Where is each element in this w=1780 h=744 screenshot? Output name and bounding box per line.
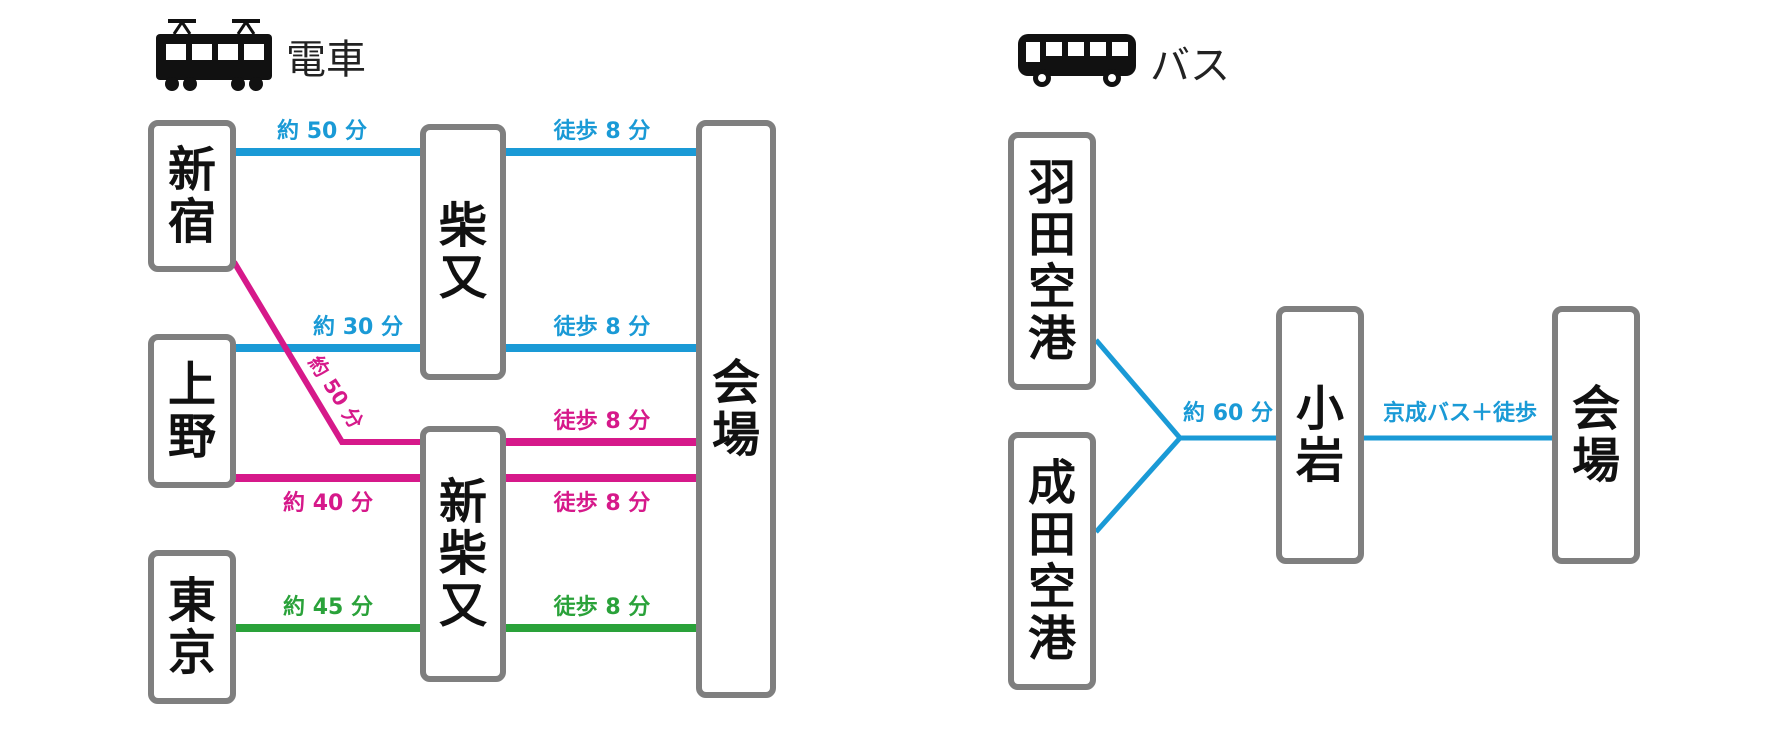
line-shinjuku-shinshibamata (231, 260, 424, 445)
label-tokyo-shinshibamata: 約 45 分 (283, 594, 373, 620)
station-char: 新 (167, 142, 216, 198)
label-airport-koiwa: 約 60 分 (1183, 400, 1273, 426)
station-shibamata: 柴又 (420, 124, 506, 380)
station-char: 田 (1027, 207, 1076, 263)
label-ueno-shibamata: 約 30 分 (313, 314, 403, 340)
station-char: 小 (1295, 381, 1344, 437)
station-char: 新 (438, 474, 487, 530)
station-haneda: 羽田空港 (1008, 132, 1096, 390)
label-walk-shinshibamata-1: 徒歩 8 分 (553, 408, 651, 434)
station-char: 場 (711, 407, 760, 463)
station-ueno-label: 上野 (168, 359, 216, 463)
station-venue-train-label: 会場 (712, 357, 760, 461)
station-char: 又 (438, 578, 487, 634)
label-walk-shinshibamata-3: 徒歩 8 分 (553, 594, 651, 620)
station-char: 場 (1571, 433, 1620, 489)
line-haneda-junction (1094, 338, 1182, 440)
station-venue-train: 会場 (696, 120, 776, 698)
station-koiwa: 小岩 (1276, 306, 1364, 564)
station-char: 柴 (438, 526, 487, 582)
station-shinjuku-label: 新宿 (168, 144, 216, 248)
station-char: 田 (1027, 507, 1076, 563)
train-icon (156, 16, 272, 96)
label-koiwa-venue: 京成バス＋徒歩 (1383, 400, 1537, 426)
station-tokyo-label: 東京 (168, 575, 216, 679)
label-walk-shinshibamata-2: 徒歩 8 分 (553, 490, 651, 516)
station-char: 上 (167, 357, 216, 413)
station-shibamata-label: 柴又 (439, 200, 487, 304)
station-char: 岩 (1295, 433, 1344, 489)
station-narita: 成田空港 (1008, 432, 1096, 690)
station-ueno: 上野 (148, 334, 236, 488)
station-shinshibamata: 新柴又 (420, 426, 506, 682)
station-char: 野 (167, 409, 216, 465)
label-shinjuku-shibamata: 約 50 分 (277, 118, 367, 144)
station-haneda-label: 羽田空港 (1028, 157, 1076, 365)
station-tokyo: 東京 (148, 550, 236, 704)
station-char: 宿 (167, 194, 216, 250)
station-char: 柴 (438, 198, 487, 254)
station-char: 成 (1027, 455, 1076, 511)
station-char: 又 (438, 250, 487, 306)
station-char: 空 (1027, 259, 1076, 315)
station-shinshibamata-label: 新柴又 (439, 476, 487, 632)
station-narita-label: 成田空港 (1028, 457, 1076, 665)
station-char: 港 (1027, 311, 1076, 367)
line-narita-junction (1094, 436, 1182, 534)
station-char: 東 (167, 573, 216, 629)
label-ueno-shinshibamata: 約 40 分 (283, 490, 373, 516)
label-walk-shibamata-2: 徒歩 8 分 (553, 314, 651, 340)
bus-header: バス (1018, 30, 1230, 94)
station-char: 港 (1027, 611, 1076, 667)
station-char: 空 (1027, 559, 1076, 615)
train-header-label: 電車 (286, 37, 366, 83)
station-shinjuku: 新宿 (148, 120, 236, 272)
station-char: 羽 (1027, 155, 1076, 211)
train-header: 電車 (156, 16, 366, 96)
bus-header-label: バス (1150, 43, 1230, 89)
station-char: 会 (711, 355, 760, 411)
station-char: 会 (1571, 381, 1620, 437)
bus-icon (1018, 30, 1136, 94)
station-venue-bus: 会場 (1552, 306, 1640, 564)
station-venue-bus-label: 会場 (1572, 383, 1620, 487)
station-char: 京 (167, 625, 216, 681)
label-walk-shibamata-1: 徒歩 8 分 (553, 118, 651, 144)
station-koiwa-label: 小岩 (1296, 383, 1344, 487)
